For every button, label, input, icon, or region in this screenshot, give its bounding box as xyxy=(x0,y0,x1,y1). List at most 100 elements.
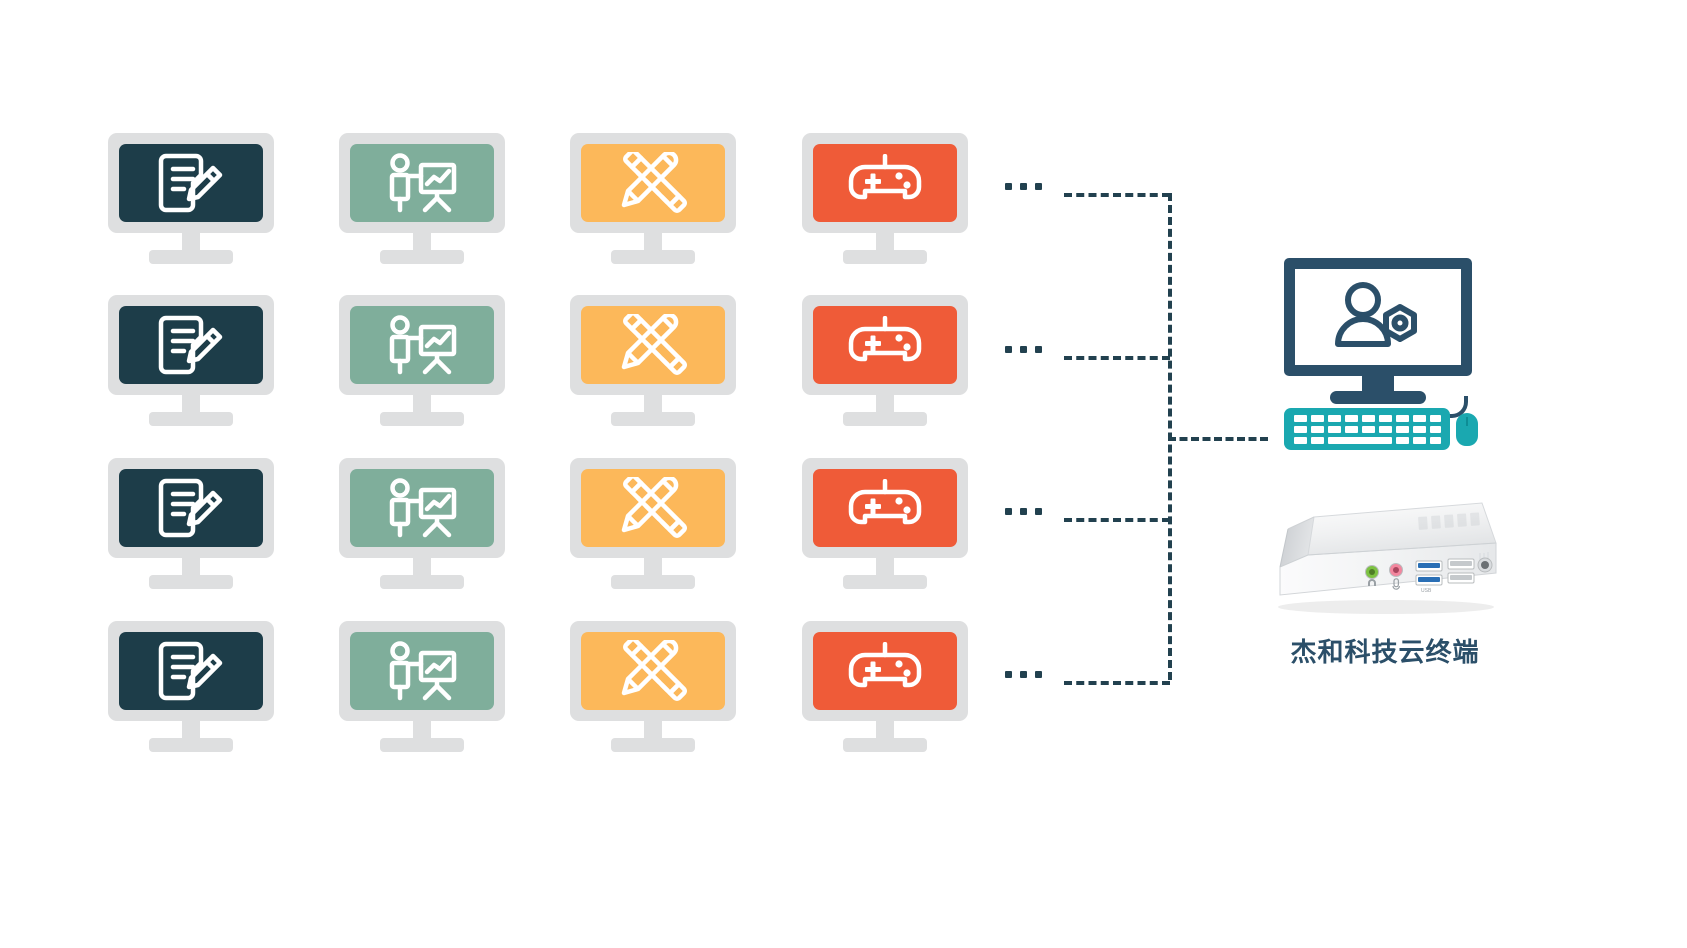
monitor-base xyxy=(380,412,464,426)
monitor-bezel xyxy=(570,621,736,721)
ellipsis-dot xyxy=(1035,183,1042,190)
monitor-screen xyxy=(350,469,494,547)
pencil-ruler-icon xyxy=(621,314,687,375)
pencil-ruler-icon xyxy=(621,152,687,213)
row-ellipsis-4 xyxy=(1005,671,1042,678)
client-monitor-gaming-4[interactable] xyxy=(802,621,968,752)
monitor-bezel xyxy=(339,133,505,233)
monitor-screen xyxy=(813,469,957,547)
monitor-screen xyxy=(350,306,494,384)
monitor-neck xyxy=(644,558,662,576)
gamepad-icon xyxy=(848,154,922,200)
monitor-screen xyxy=(350,144,494,222)
client-monitor-presentation-2[interactable] xyxy=(339,295,505,426)
monitor-neck xyxy=(182,233,200,251)
row-ellipsis-3 xyxy=(1005,508,1042,515)
monitor-neck xyxy=(413,395,431,413)
monitor-base xyxy=(843,250,927,264)
monitor-screen xyxy=(119,306,263,384)
monitor-screen xyxy=(119,469,263,547)
monitor-bezel xyxy=(802,621,968,721)
monitor-bezel xyxy=(570,133,736,233)
client-monitor-office-3[interactable] xyxy=(108,458,274,589)
gamepad-icon xyxy=(848,316,922,362)
monitor-base xyxy=(611,738,695,752)
monitor-base xyxy=(380,575,464,589)
monitor-screen xyxy=(350,632,494,710)
monitor-neck xyxy=(876,233,894,251)
monitor-bezel xyxy=(802,295,968,395)
connector-branch-row-2 xyxy=(1064,356,1170,360)
monitor-neck xyxy=(644,395,662,413)
client-monitor-design-3[interactable] xyxy=(570,458,736,589)
admin-mouse[interactable] xyxy=(1456,413,1478,446)
ellipsis-dot xyxy=(1020,508,1027,515)
monitor-bezel xyxy=(339,295,505,395)
ellipsis-dot xyxy=(1020,346,1027,353)
monitor-screen xyxy=(581,144,725,222)
monitor-base xyxy=(843,412,927,426)
gamepad-icon xyxy=(848,642,922,688)
client-monitor-office-2[interactable] xyxy=(108,295,274,426)
monitor-neck xyxy=(876,395,894,413)
row-ellipsis-2 xyxy=(1005,346,1042,353)
client-monitor-office-4[interactable] xyxy=(108,621,274,752)
mouse-cable xyxy=(1432,396,1468,418)
usb3-port-1 xyxy=(1415,560,1443,572)
client-monitor-office-1[interactable] xyxy=(108,133,274,264)
client-monitor-presentation-3[interactable] xyxy=(339,458,505,589)
monitor-bezel xyxy=(802,133,968,233)
monitor-neck xyxy=(182,558,200,576)
monitor-screen xyxy=(119,632,263,710)
connector-branch-row-3 xyxy=(1064,518,1170,522)
document-edit-icon xyxy=(158,315,223,375)
cloud-terminal-label: 杰和科技云终端 xyxy=(1290,638,1480,668)
monitor-bezel xyxy=(570,295,736,395)
monitor-screen xyxy=(813,144,957,222)
monitor-base xyxy=(149,412,233,426)
presenter-chart-icon xyxy=(389,641,457,701)
monitor-base xyxy=(611,575,695,589)
cloud-terminal-device[interactable]: USB xyxy=(1268,495,1500,615)
monitor-base xyxy=(149,738,233,752)
monitor-bezel xyxy=(108,458,274,558)
monitor-base xyxy=(611,412,695,426)
monitor-neck xyxy=(413,558,431,576)
client-monitor-gaming-1[interactable] xyxy=(802,133,968,264)
monitor-bezel xyxy=(339,458,505,558)
monitor-base xyxy=(380,738,464,752)
usb2-port-1 xyxy=(1447,558,1475,570)
client-monitor-gaming-3[interactable] xyxy=(802,458,968,589)
monitor-screen xyxy=(119,144,263,222)
monitor-screen xyxy=(581,306,725,384)
document-edit-icon xyxy=(158,153,223,213)
client-monitor-design-4[interactable] xyxy=(570,621,736,752)
client-monitor-presentation-1[interactable] xyxy=(339,133,505,264)
monitor-base xyxy=(149,250,233,264)
monitor-base xyxy=(149,575,233,589)
pencil-ruler-icon xyxy=(621,640,687,701)
document-edit-icon xyxy=(158,641,223,701)
admin-keyboard[interactable] xyxy=(1284,408,1450,450)
power-button xyxy=(1477,557,1493,573)
presenter-chart-icon xyxy=(389,315,457,375)
ellipsis-dot xyxy=(1020,183,1027,190)
client-monitor-design-1[interactable] xyxy=(570,133,736,264)
connector-branch-row-4 xyxy=(1064,681,1170,685)
monitor-base xyxy=(843,575,927,589)
client-monitor-gaming-2[interactable] xyxy=(802,295,968,426)
monitor-bezel xyxy=(108,295,274,395)
monitor-bezel xyxy=(108,133,274,233)
connector-trunk-vertical xyxy=(1168,193,1172,680)
svg-text:USB: USB xyxy=(1421,588,1432,594)
monitor-neck xyxy=(413,721,431,739)
monitor-bezel xyxy=(570,458,736,558)
usb3-port-2 xyxy=(1415,574,1443,586)
client-monitor-presentation-4[interactable] xyxy=(339,621,505,752)
client-monitor-grid xyxy=(108,133,988,763)
microphone-jack xyxy=(1389,563,1403,577)
admin-workstation[interactable] xyxy=(1284,258,1484,458)
connector-branch-row-1 xyxy=(1064,193,1170,197)
client-monitor-design-2[interactable] xyxy=(570,295,736,426)
